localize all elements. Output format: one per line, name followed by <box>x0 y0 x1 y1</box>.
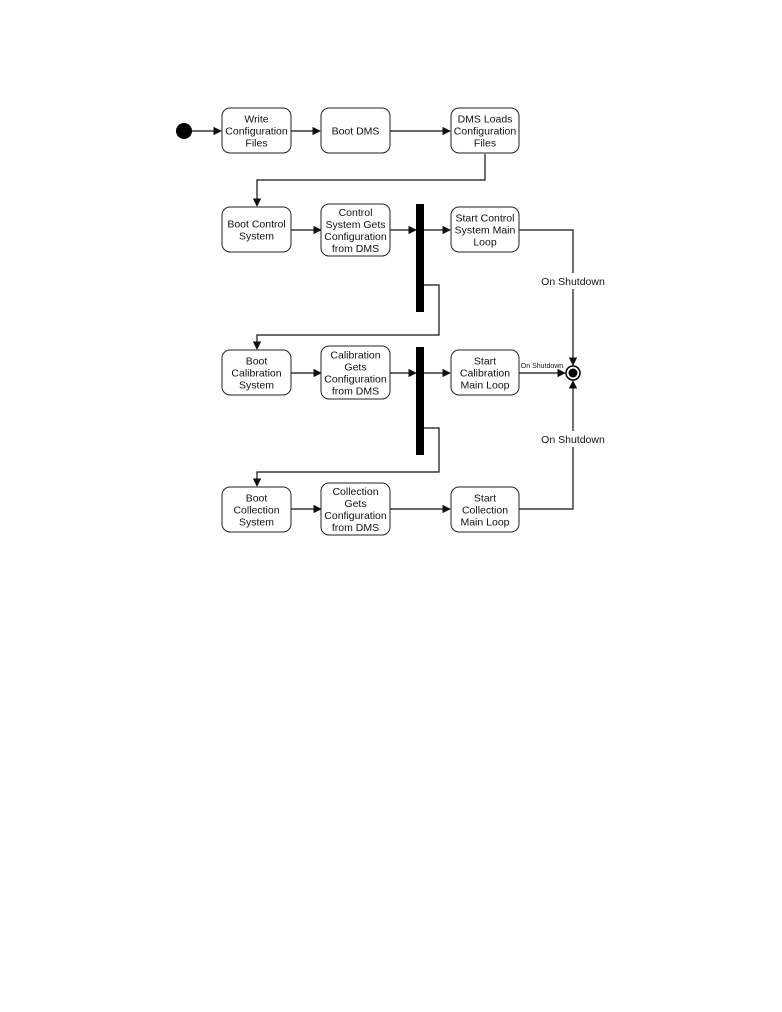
state-label-line: Configuration <box>324 510 387 522</box>
state-label-line: Start Control <box>456 213 515 225</box>
state-label-line: System Main <box>455 225 516 237</box>
state-label-line: DMS Loads <box>458 114 513 126</box>
state-label-line: Gets <box>344 362 366 374</box>
state-label-line: Calibration <box>231 368 281 380</box>
state-label-line: from DMS <box>332 243 379 255</box>
initial-node <box>176 123 192 139</box>
state-label-line: Gets <box>344 498 366 510</box>
fork-bar-calibration <box>416 347 424 455</box>
state-label-line: Write <box>244 114 268 126</box>
edge-label-calibration-shutdown: On Shutdown <box>521 363 564 370</box>
edge-label-control-shutdown: On Shutdown <box>541 276 605 288</box>
state-label-line: System Gets <box>325 219 385 231</box>
state-label-line: System <box>239 380 274 392</box>
edges <box>192 126 578 514</box>
state-label-line: from DMS <box>332 386 379 398</box>
state-label-line: Boot Control <box>227 219 285 231</box>
state-label-line: Collection <box>332 486 378 498</box>
final-node <box>565 365 581 381</box>
state-label-line: Configuration <box>454 126 517 138</box>
fork-bar-control <box>416 204 424 312</box>
state-label-line: Configuration <box>324 374 387 386</box>
edge-start-control-to-final <box>519 229 578 366</box>
state-label-line: Files <box>474 138 496 150</box>
state-label-line: Configuration <box>225 126 288 138</box>
state-label-line: Control <box>339 207 373 219</box>
state-label-line: Boot <box>246 356 268 368</box>
edge-label-bg-control <box>541 273 605 289</box>
edge-dms-loads-to-boot-control <box>252 154 486 207</box>
state-label-line: Loop <box>473 237 497 249</box>
state-label: Boot DMS <box>332 126 380 138</box>
state-label-line: Collection <box>233 505 279 517</box>
state-label-line: Boot DMS <box>332 126 380 138</box>
state-label-line: Main Loop <box>460 517 509 529</box>
state-label-line: System <box>239 231 274 243</box>
state-label-line: System <box>239 517 274 529</box>
state-label-line: Start <box>474 356 496 368</box>
state-label-line: from DMS <box>332 522 379 534</box>
edge-fork-to-boot-collection <box>252 427 440 487</box>
state-label-line: Boot <box>246 493 268 505</box>
state-label-line: Calibration <box>330 350 380 362</box>
state-label-line: Start <box>474 493 496 505</box>
edge-fork-to-boot-calibration <box>252 284 440 350</box>
state-boot-dms: Boot DMS <box>320 107 391 154</box>
state-label-line: Configuration <box>324 231 387 243</box>
edge-start-collection-to-final <box>519 380 578 510</box>
state-label-line: Files <box>245 138 267 150</box>
edge-label-bg-collection <box>541 431 605 447</box>
edge-label-collection-shutdown: On Shutdown <box>541 434 605 446</box>
state-label-line: Collection <box>462 505 508 517</box>
state-label-line: Main Loop <box>460 380 509 392</box>
state-label-line: Calibration <box>460 368 510 380</box>
